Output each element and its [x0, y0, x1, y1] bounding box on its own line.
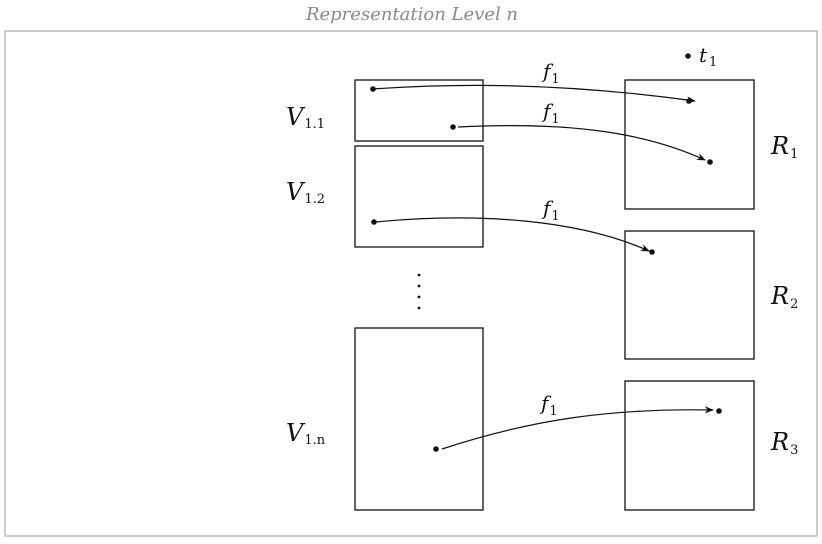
- point-v11-a: [370, 86, 376, 92]
- r-box-1: [624, 79, 755, 210]
- arrow-label-1: f1: [541, 59, 560, 87]
- arrow-label-4: f1: [539, 391, 558, 419]
- v-box-1-n: [354, 327, 484, 511]
- r-label-1: R1: [770, 132, 798, 162]
- r-label-3: R3: [770, 428, 798, 458]
- v-label-1-2: V1.2: [286, 178, 325, 207]
- arrow-1: [372, 84, 696, 104]
- v-box-1-1: [354, 79, 484, 142]
- outer-frame: [4, 30, 818, 537]
- arrow-label-2: f1: [541, 99, 560, 127]
- r-box-2: [624, 230, 755, 360]
- point-v11-b: [450, 124, 456, 130]
- diagram-title: Representation Level n: [305, 4, 518, 25]
- v-box-1-2: [354, 145, 484, 248]
- r-label-2: R2: [770, 282, 798, 312]
- point-t1: [685, 53, 691, 59]
- point-v12: [371, 219, 377, 225]
- point-r1-b: [707, 159, 713, 165]
- v-label-1-n: V1.n: [286, 419, 326, 448]
- arrow-2: [457, 125, 706, 161]
- point-r3: [716, 408, 722, 414]
- point-r2: [649, 249, 655, 255]
- v-label-1-1: V1.1: [286, 103, 325, 132]
- arrow-3: [374, 217, 650, 252]
- r-box-3: [624, 380, 755, 511]
- arrow-label-3: f1: [541, 196, 560, 224]
- points: [370, 53, 722, 452]
- arrow-4: [441, 406, 714, 450]
- vertical-ellipsis: [417, 273, 421, 310]
- point-r1-a: [686, 98, 692, 104]
- point-v1n: [433, 446, 439, 452]
